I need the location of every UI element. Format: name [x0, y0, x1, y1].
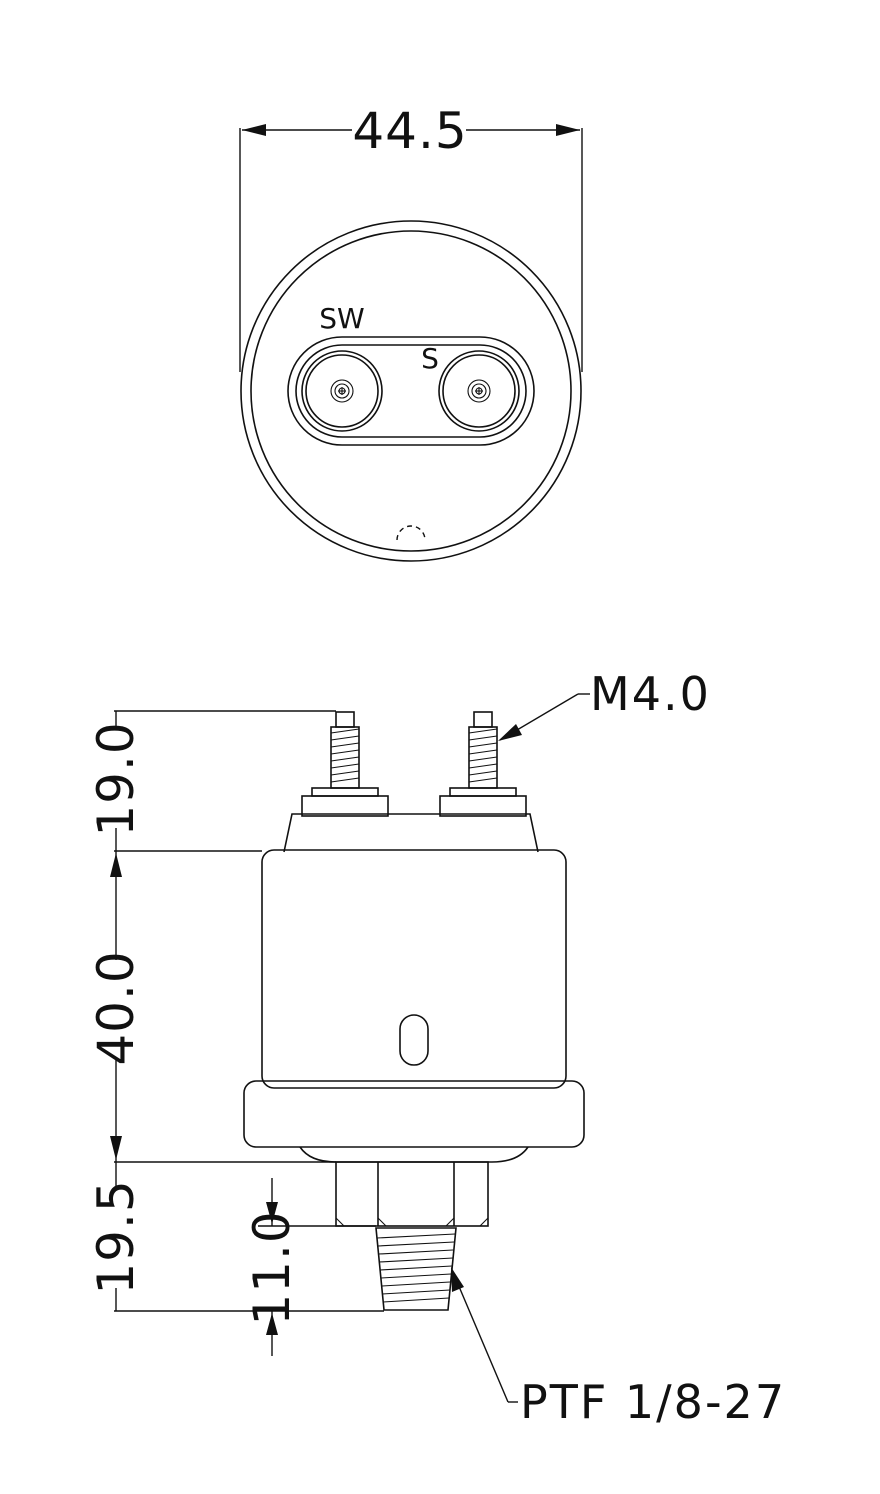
arrow-right	[556, 124, 580, 136]
inner-rim	[250, 230, 572, 552]
arrow-body-bottom	[110, 1136, 122, 1160]
terminal-sw-label: SW	[319, 302, 364, 335]
side-view: 19.0 40.0 19.5 11.0 M4.0 PTF 1/8-27	[87, 667, 786, 1429]
arrow-thread-bottom	[266, 1313, 278, 1335]
dim-body-height: 40.0	[87, 950, 145, 1065]
dim-lower-height: 19.5	[87, 1179, 145, 1294]
terminal-stud-left	[301, 711, 389, 817]
terminal-base-outer	[287, 336, 535, 446]
mounting-flange	[243, 1080, 585, 1148]
vent-slot	[399, 1014, 429, 1066]
dim-thread-length: 11.0	[243, 1210, 301, 1325]
insulator-cap	[283, 813, 539, 853]
arrow-body-top	[110, 853, 122, 877]
top-view: 44.5 SW S	[239, 102, 583, 562]
arrow-left	[242, 124, 266, 136]
outer-rim	[240, 220, 582, 562]
terminal-stud-right	[439, 711, 527, 817]
flange-neck	[299, 1146, 529, 1163]
terminal-s-label: S	[421, 342, 439, 375]
terminal-sw	[301, 350, 383, 432]
dim-terminal-height: 19.0	[87, 721, 145, 836]
hex-nut	[335, 1161, 489, 1227]
callout-ptf-label: PTF 1/8-27	[520, 1375, 786, 1429]
callout-terminal-thread: M4.0	[498, 667, 711, 741]
vent-hole-hidden	[396, 525, 426, 541]
terminal-base-inner	[295, 344, 527, 438]
pipe-thread	[375, 1227, 457, 1311]
callout-pipe-thread: PTF 1/8-27	[451, 1267, 786, 1429]
terminal-s	[438, 350, 520, 432]
sensor-body	[261, 849, 567, 1089]
diameter-label: 44.5	[352, 102, 467, 160]
diameter-dimension: 44.5	[239, 102, 583, 372]
arrow-thread-top	[266, 1202, 278, 1224]
callout-m4-label: M4.0	[590, 667, 711, 721]
